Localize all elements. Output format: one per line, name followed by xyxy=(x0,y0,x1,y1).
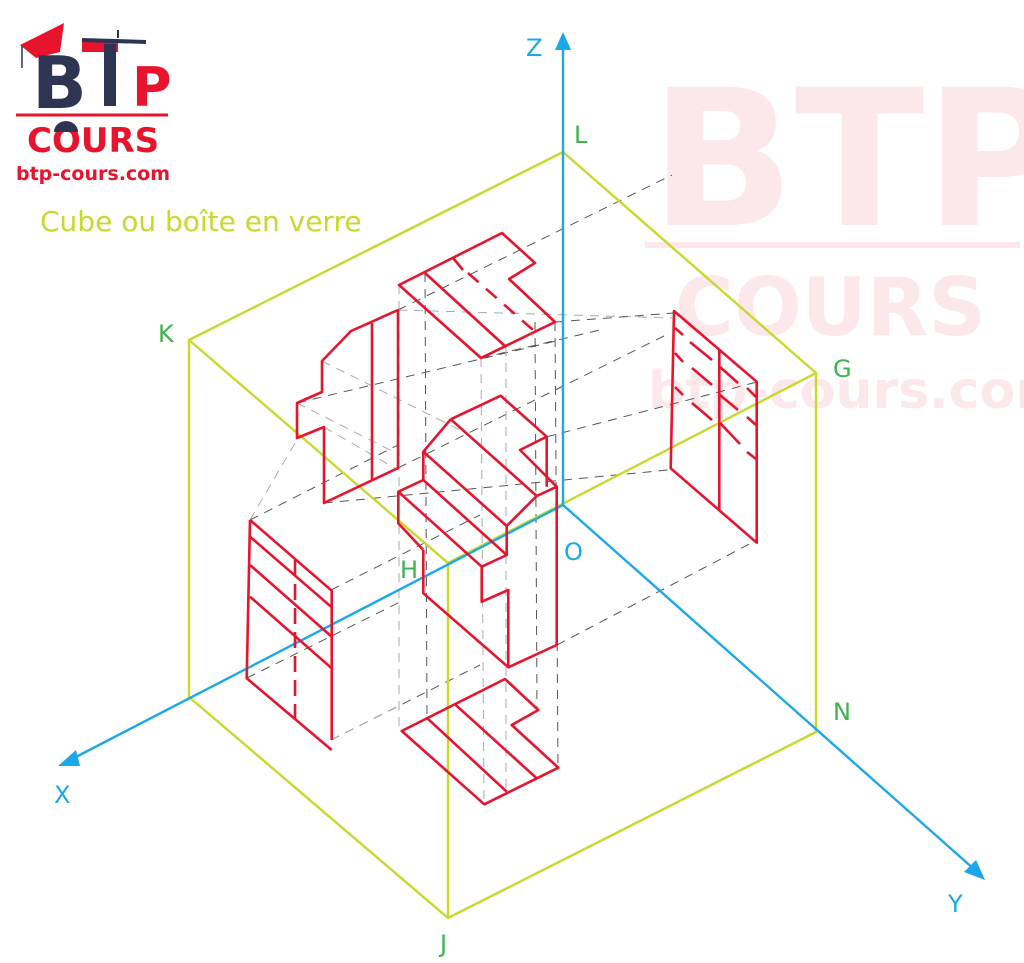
z-arrow-icon xyxy=(555,32,571,50)
vertex-label-j: J xyxy=(438,930,447,958)
axes xyxy=(58,32,985,880)
left-side-view xyxy=(295,308,400,505)
top-view xyxy=(397,231,557,360)
svg-text:P: P xyxy=(132,56,172,119)
isometric-object xyxy=(397,394,558,669)
btp-cours-logo: B P COURS btp-cours.com xyxy=(16,23,172,185)
y-axis xyxy=(562,504,976,871)
x-axis xyxy=(69,503,564,762)
watermark-logo: BTP COURS btp-cours.com xyxy=(645,49,1024,421)
x-arrow-icon xyxy=(58,750,80,766)
labels: Z X Y O L K G H N J xyxy=(54,34,963,958)
svg-text:btp-cours.com: btp-cours.com xyxy=(16,163,170,185)
svg-text:BTP: BTP xyxy=(650,49,1024,270)
vertex-label-h: H xyxy=(400,556,418,584)
axis-label-z: Z xyxy=(526,34,542,62)
svg-text:B: B xyxy=(32,41,87,125)
right-side-view xyxy=(669,309,758,544)
vertex-label-k: K xyxy=(158,320,175,348)
svg-text:btp-cours.com: btp-cours.com xyxy=(648,361,1024,421)
y-arrow-icon xyxy=(964,860,985,880)
hard-hat-icon xyxy=(54,121,78,132)
vertex-label-g: G xyxy=(833,355,852,383)
axis-label-y: Y xyxy=(947,890,963,918)
diagram-title: Cube ou boîte en verre xyxy=(40,205,362,238)
svg-text:COURS: COURS xyxy=(675,261,986,354)
svg-text:COURS: COURS xyxy=(27,121,159,161)
axis-label-x: X xyxy=(54,781,70,809)
origin-label: O xyxy=(564,538,583,566)
vertex-label-n: N xyxy=(833,698,851,726)
front-view xyxy=(245,519,333,751)
bottom-view xyxy=(400,677,560,806)
graduation-cap-icon xyxy=(20,23,64,58)
vertex-label-l: L xyxy=(574,121,588,149)
